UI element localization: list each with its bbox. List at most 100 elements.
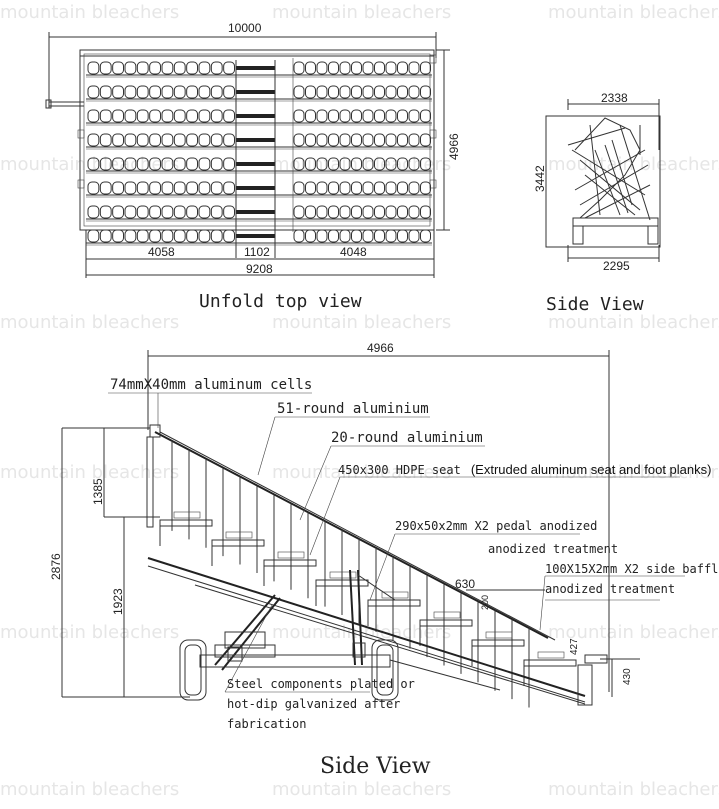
seat — [351, 61, 362, 75]
seat — [99, 109, 112, 123]
seat — [293, 205, 305, 219]
seat — [362, 205, 374, 219]
seat — [223, 61, 236, 75]
label-20-round: 20-round aluminium — [331, 430, 483, 446]
seat — [316, 61, 328, 75]
seat — [99, 205, 112, 219]
seat — [99, 157, 112, 171]
seat — [420, 61, 431, 75]
seat — [420, 85, 431, 99]
seat — [408, 61, 420, 75]
seat — [420, 205, 431, 219]
seat-row — [86, 229, 432, 246]
seat — [420, 181, 431, 195]
seat-row — [86, 205, 432, 222]
seat — [87, 109, 100, 123]
seat — [124, 205, 137, 219]
seat — [385, 181, 397, 195]
seat — [210, 205, 223, 219]
seat — [305, 205, 316, 219]
label-pedal-treatment: anodized treatment — [488, 542, 618, 556]
seat — [136, 181, 149, 195]
seat — [149, 205, 162, 219]
seat — [408, 181, 420, 195]
side-view-large: 4966 2876 1385 1923 — [49, 341, 719, 779]
seat — [124, 109, 137, 123]
seat-row — [86, 85, 432, 102]
step-tier — [471, 631, 525, 666]
seat — [223, 157, 236, 171]
seat — [397, 157, 408, 171]
seat — [173, 229, 186, 243]
seat — [397, 133, 408, 147]
seat — [87, 181, 100, 195]
seat — [198, 229, 211, 243]
seat — [136, 229, 149, 243]
seat — [351, 229, 362, 243]
top-dim-center: 1102 — [244, 245, 270, 259]
seat — [385, 109, 397, 123]
seat — [186, 61, 199, 75]
seat — [385, 229, 397, 243]
seat — [362, 133, 374, 147]
large-dim-base: 430 — [622, 668, 633, 685]
seat — [149, 61, 162, 75]
center-aisle-bar — [236, 234, 275, 238]
seat — [198, 61, 211, 75]
seat — [293, 61, 305, 75]
label-steel-2: hot-dip galvanized after — [227, 697, 400, 711]
watermark-text: mountain bleachers — [0, 312, 179, 333]
seat-row — [86, 61, 432, 78]
top-dim-right: 4048 — [340, 245, 367, 259]
seat — [316, 109, 328, 123]
seat — [149, 229, 162, 243]
watermark-text: mountain bleachers — [548, 2, 719, 23]
seat — [328, 157, 339, 171]
seat — [186, 229, 199, 243]
watermark-text: mountain bleachers — [548, 312, 719, 333]
center-aisle-bar — [236, 162, 275, 166]
seat — [112, 85, 124, 99]
seat — [339, 157, 351, 171]
seat — [173, 133, 186, 147]
step-tier — [263, 551, 317, 586]
seat — [223, 85, 236, 99]
large-dim-lower-height: 1923 — [111, 588, 125, 615]
seat — [223, 229, 236, 243]
seat — [408, 205, 420, 219]
seat — [198, 85, 211, 99]
seat — [305, 157, 316, 171]
seat — [339, 205, 351, 219]
label-steel-1: Steel components plated or — [227, 677, 415, 691]
seat — [161, 229, 174, 243]
seat — [161, 205, 174, 219]
seat — [173, 157, 186, 171]
seat — [397, 85, 408, 99]
step-tier — [419, 611, 473, 646]
seat — [328, 109, 339, 123]
seat — [173, 205, 186, 219]
seat-row — [86, 181, 432, 198]
label-steel-3: fabrication — [227, 717, 306, 731]
watermark-text: mountain bleachers — [548, 462, 719, 483]
seat — [397, 181, 408, 195]
large-side-view-title: Side View — [320, 754, 431, 779]
seat — [316, 85, 328, 99]
seat — [339, 109, 351, 123]
seat — [186, 133, 199, 147]
top-view-title: Unfold top view — [199, 291, 362, 312]
seat — [293, 133, 305, 147]
seat — [374, 133, 385, 147]
watermark-text: mountain bleachers — [548, 622, 719, 643]
seat — [374, 85, 385, 99]
seat — [136, 133, 149, 147]
seat — [161, 181, 174, 195]
seat — [316, 205, 328, 219]
small-dim-bottom: 2295 — [603, 259, 630, 273]
seat — [420, 109, 431, 123]
seat — [374, 229, 385, 243]
seat — [328, 133, 339, 147]
seat — [149, 85, 162, 99]
step-tier — [367, 591, 421, 626]
seat — [124, 85, 137, 99]
